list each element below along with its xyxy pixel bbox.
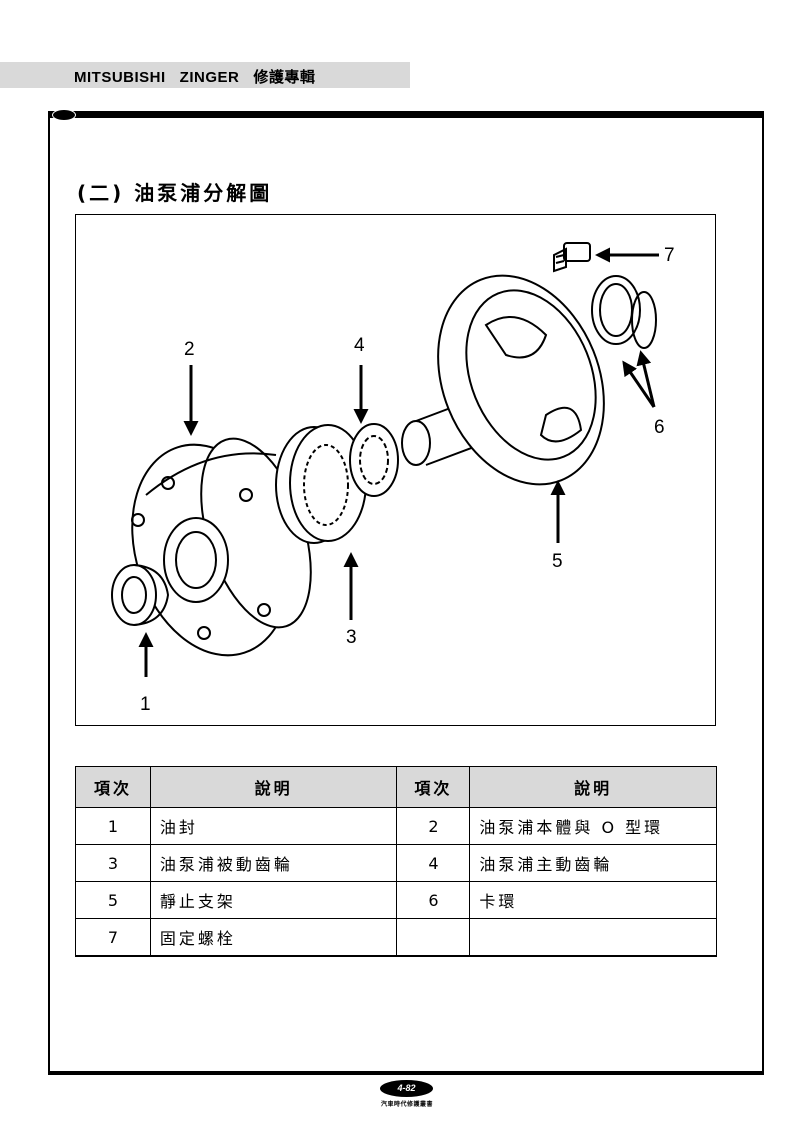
- top-rule: [48, 111, 764, 118]
- bottom-rule: [48, 1071, 764, 1075]
- leader-arrows: [138, 247, 659, 677]
- callout-7: 7: [664, 245, 675, 266]
- table-row: 3 油泵浦被動齒輪 4 油泵浦主動齒輪: [75, 844, 717, 882]
- bolt-part: [553, 242, 591, 273]
- page-number-badge: 4-82: [380, 1080, 433, 1097]
- table-row: 7 固定螺栓: [75, 918, 717, 957]
- description-cell: 油封: [149, 807, 398, 845]
- frame-left-rule: [48, 111, 50, 1074]
- description-cell: 油泵浦本體與 O 型環: [469, 807, 717, 845]
- pump-body-part: [131, 437, 312, 657]
- header-description: 說明: [469, 766, 717, 808]
- callout-2: 2: [184, 339, 195, 360]
- section-title: (二) 油泵浦分解圖: [77, 181, 273, 205]
- frame-right-rule: [762, 111, 764, 1074]
- drive-gear-part: [349, 420, 431, 497]
- driven-gear-part: [275, 424, 367, 544]
- oil-seal-part: [111, 564, 170, 626]
- item-no-cell: 7: [75, 918, 151, 957]
- description-cell: 油泵浦被動齒輪: [149, 844, 398, 882]
- header-description: 說明: [149, 766, 398, 808]
- table-row: 1 油封 2 油泵浦本體與 O 型環: [75, 807, 717, 845]
- header-title: MITSUBISHI ZINGER 修護專輯: [74, 69, 316, 86]
- description-cell: 油泵浦主動齒輪: [469, 844, 717, 882]
- item-no-cell: 2: [396, 807, 471, 845]
- exploded-diagram: 1 2 3 4 5 6 7: [75, 214, 716, 726]
- callout-6: 6: [654, 417, 665, 438]
- parts-table: 項次 說明 項次 說明 1 油封 2 油泵浦本體與 O 型環 3 油泵浦被動齒輪…: [75, 766, 717, 957]
- item-no-cell: 5: [75, 881, 151, 919]
- description-cell: 卡環: [469, 881, 717, 919]
- callout-1: 1: [140, 694, 151, 715]
- header-item-no: 項次: [75, 766, 151, 808]
- table-header-row: 項次 說明 項次 說明: [75, 766, 717, 808]
- callout-3: 3: [346, 627, 357, 648]
- publisher-logo: [52, 109, 76, 121]
- header-bar: [0, 62, 410, 88]
- item-no-cell: 3: [75, 844, 151, 882]
- item-no-cell: [396, 918, 471, 957]
- description-cell: 靜止支架: [149, 881, 398, 919]
- header-item-no: 項次: [396, 766, 471, 808]
- item-no-cell: 1: [75, 807, 151, 845]
- description-cell: 固定螺栓: [149, 918, 398, 957]
- item-no-cell: 6: [396, 881, 471, 919]
- description-cell: [469, 918, 717, 957]
- table-row: 5 靜止支架 6 卡環: [75, 881, 717, 919]
- publisher-caption: 汽車時代修護叢書: [380, 1101, 433, 1108]
- snap-ring-part: [591, 275, 657, 349]
- callout-5: 5: [552, 551, 563, 572]
- oil-pump-drawing: 1 2 3 4 5 6 7: [111, 242, 675, 715]
- callout-4: 4: [354, 335, 365, 356]
- item-no-cell: 4: [396, 844, 471, 882]
